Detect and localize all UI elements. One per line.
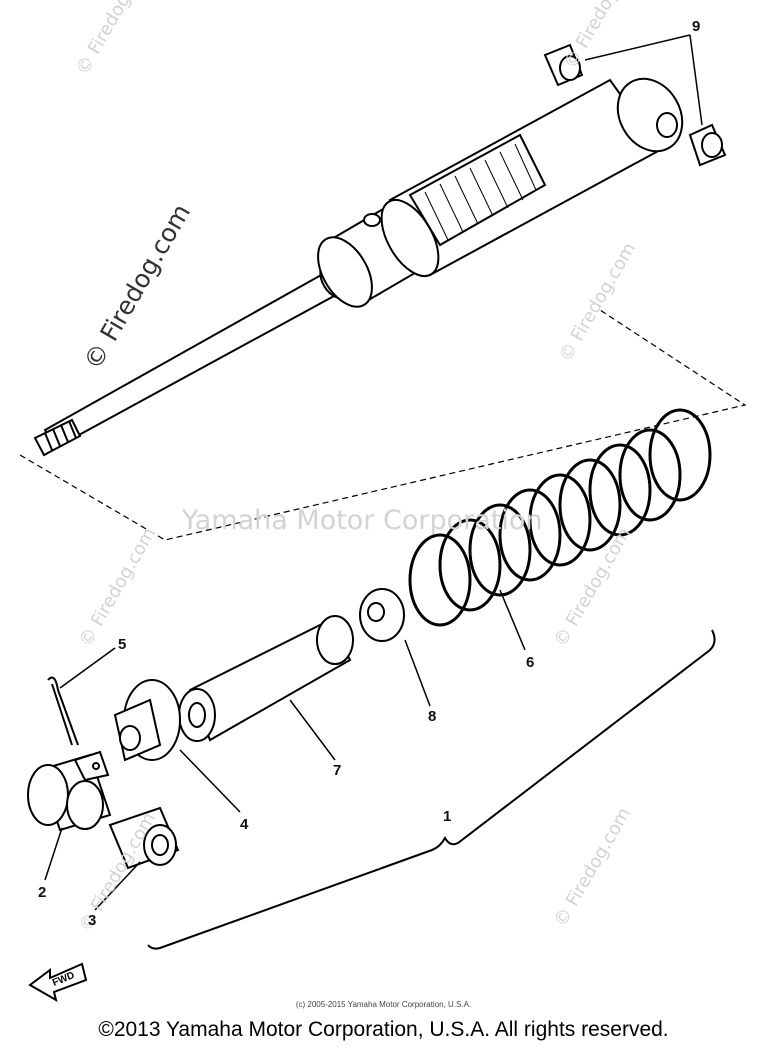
- leader-lines: [44, 34, 703, 911]
- bushing-lower: [108, 806, 180, 870]
- spring-seat: [359, 588, 405, 642]
- callout-4: 4: [240, 816, 249, 833]
- callout-6: 6: [526, 654, 535, 671]
- coil-spring: [408, 408, 712, 627]
- small-copyright: (c) 2005-2015 Yamaha Motor Corporation, …: [295, 1000, 472, 1009]
- lower-eye: [27, 750, 112, 832]
- callout-3: 3: [88, 912, 97, 929]
- assembly-bracket: [147, 629, 716, 950]
- callout-2: 2: [38, 884, 47, 901]
- callout-7: 7: [333, 762, 342, 779]
- callout-9: 9: [692, 18, 701, 35]
- watermark-yamaha: Yamaha Motor Corporation: [182, 505, 543, 536]
- footer-copyright: ©2013 Yamaha Motor Corporation, U.S.A. A…: [98, 1018, 669, 1041]
- callout-1: 1: [443, 808, 452, 825]
- bushing-upper: [543, 43, 727, 167]
- locknut: [113, 679, 181, 762]
- fwd-arrow-icon: FWD: [28, 962, 88, 1003]
- assembly-reference-line: [19, 309, 747, 541]
- bump-rubber: [178, 615, 354, 742]
- callout-8: 8: [428, 708, 437, 725]
- cotter-pin: [47, 676, 79, 746]
- shock-absorber-body: [33, 77, 684, 457]
- callout-5: 5: [118, 636, 127, 653]
